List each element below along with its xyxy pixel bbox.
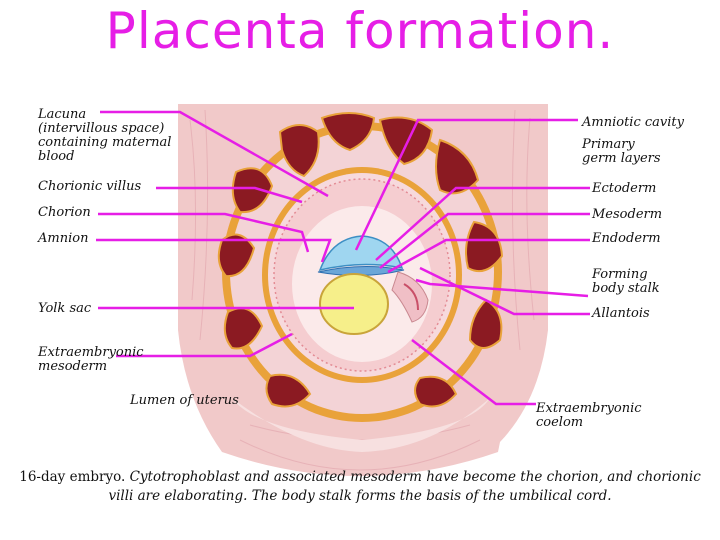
label-mesoderm: Mesoderm: [592, 207, 663, 222]
leader-ectoderm: [375, 186, 590, 261]
leader-chorionic-villus: [156, 186, 303, 204]
page-title: Placenta formation.: [105, 2, 615, 60]
label-primary-germ-layers: Primary germ layers: [582, 137, 661, 166]
leader-allantois: [419, 266, 590, 316]
leader-endoderm: [387, 238, 590, 274]
label-yolk-sac: Yolk sac: [38, 301, 92, 316]
lumen-of-uterus: [232, 398, 490, 452]
caption-lead: 16-day embryo.: [19, 469, 126, 485]
leader-lacuna: [100, 110, 329, 198]
amniotic-cavity: [318, 235, 404, 272]
allantois-shape: [403, 283, 419, 311]
label-endoderm: Endoderm: [592, 231, 661, 246]
label-amnion: Amnion: [38, 231, 89, 246]
maternal-blood-lacunae: [217, 112, 504, 408]
leader-extraembryonic-mesoderm: [116, 332, 293, 358]
label-lumen-of-uterus: Lumen of uterus: [130, 393, 239, 408]
caption-text: Cytotrophoblast and associated mesoderm …: [108, 469, 701, 504]
label-ectoderm: Ectoderm: [592, 181, 657, 196]
body-stalk: [391, 271, 429, 323]
yolk-sac-shape: [319, 273, 389, 335]
figure-caption: 16-day embryo. Cytotrophoblast and assoc…: [14, 468, 706, 506]
leader-amniotic-cavity: [354, 118, 578, 251]
label-chorion: Chorion: [38, 205, 91, 220]
leader-lines: [96, 110, 590, 406]
leader-forming-body-stalk: [415, 278, 589, 298]
label-chorionic-villus: Chorionic villus: [38, 179, 142, 194]
leader-mesoderm: [379, 212, 590, 269]
label-forming-body-stalk: Forming body stalk: [592, 267, 660, 296]
label-extraembryonic-mesoderm: Extraembryonic mesoderm: [38, 345, 144, 374]
leader-chorion: [98, 212, 310, 253]
leader-extraembryonic-coelom: [411, 339, 536, 406]
label-lacuna: Lacuna (intervillous space) containing m…: [38, 107, 172, 164]
label-extraembryonic-coelom: Extraembryonic coelom: [536, 401, 642, 430]
leader-amnion: [96, 238, 332, 263]
label-allantois: Allantois: [592, 306, 650, 321]
label-amniotic-cavity: Amniotic cavity: [582, 115, 684, 130]
